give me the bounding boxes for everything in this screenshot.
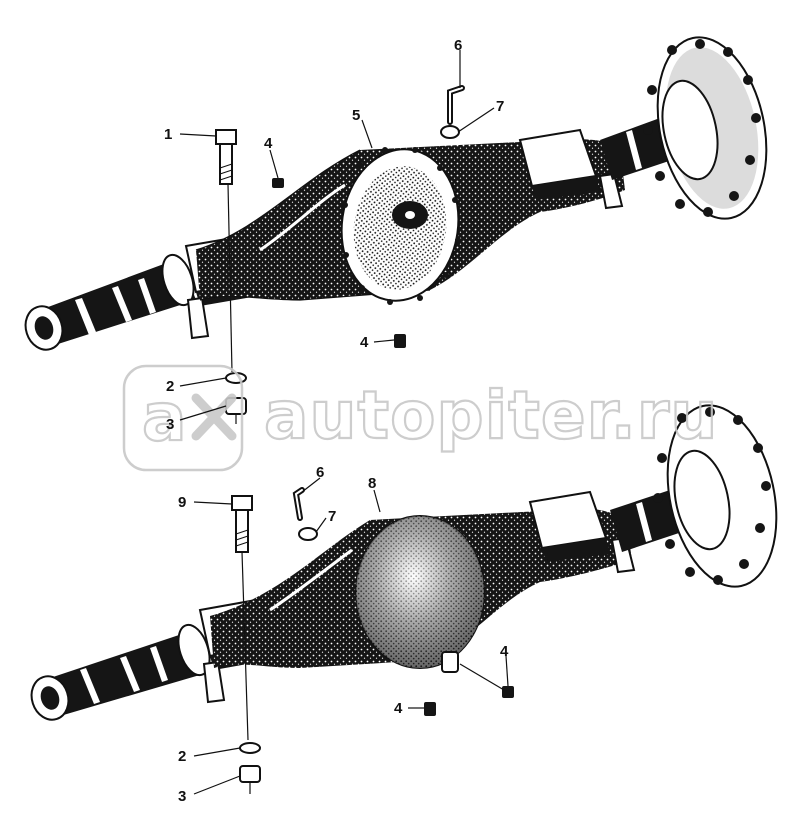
upper-drain-plug-bottom: [394, 334, 406, 348]
upper-drain-plug-top: [272, 178, 284, 188]
callout-5: 5: [352, 107, 360, 124]
lower-washer: [239, 742, 261, 754]
callout-6-bottom: 6: [316, 464, 324, 481]
upper-breather-washer: [440, 125, 460, 139]
lower-differential-dome: [355, 515, 485, 673]
callout-4-bottom: 4: [394, 700, 403, 717]
upper-right-hub: [600, 36, 768, 220]
callout-2-bottom: 2: [178, 748, 186, 765]
callout-6-top: 6: [454, 37, 462, 54]
callout-4-right: 4: [500, 643, 509, 660]
callout-7-bottom: 7: [328, 508, 336, 525]
lower-axle-assembly: [30, 404, 778, 794]
watermark-logo-letter: a: [142, 379, 188, 456]
callout-3-bottom: 3: [178, 788, 186, 805]
lower-nut: [239, 765, 261, 794]
lower-drain-plug-right: [459, 663, 514, 698]
lower-left-spindle: [30, 623, 211, 721]
callout-3-top: 3: [166, 416, 174, 433]
lower-right-hub: [610, 404, 778, 588]
lower-drain-plug-bottom: [424, 702, 436, 716]
upper-callouts: 1 4 5 6 7 2 3 4: [164, 37, 504, 433]
lower-callouts: 9 6 7 8 4 4 2 3: [178, 464, 509, 805]
lower-hub-studs: [653, 407, 771, 585]
callout-8: 8: [368, 475, 376, 492]
lower-u-bolt: [231, 495, 253, 741]
lower-breather-pipe: [292, 487, 305, 521]
callout-4-top: 4: [264, 135, 273, 152]
callout-9: 9: [178, 494, 186, 511]
callout-7-top: 7: [496, 98, 504, 115]
watermark-logo-mark: [191, 393, 237, 441]
upper-u-bolt: [215, 129, 237, 373]
upper-leader-lines: [179, 50, 495, 421]
lower-leader-lines: [193, 477, 509, 795]
callout-1: 1: [164, 126, 172, 143]
watermark-site-text: autopiter.ru: [264, 377, 718, 454]
upper-differential-opening: [340, 147, 461, 305]
callout-2-top: 2: [166, 378, 174, 395]
callout-4-middle: 4: [360, 334, 369, 351]
upper-flange-bolts: [342, 147, 461, 305]
upper-breather-pipe: [447, 85, 465, 125]
upper-hub-studs: [643, 39, 761, 217]
lower-breather-washer: [298, 527, 318, 541]
upper-left-spindle: [24, 253, 196, 351]
watermark-logo-frame: [122, 364, 244, 472]
upper-right-spring-seat: [518, 128, 624, 210]
upper-axle-assembly: [24, 36, 768, 424]
watermark: a autopiter.ru: [122, 364, 718, 472]
